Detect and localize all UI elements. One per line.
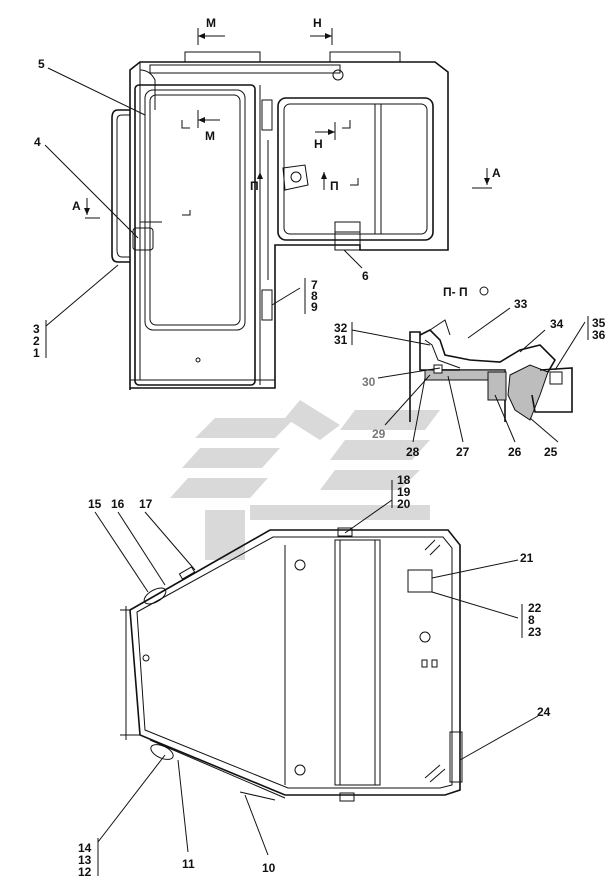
section-mark-m-mid: M xyxy=(205,129,215,143)
callout-13: 13 xyxy=(78,853,92,867)
section-mark-h-mid: H xyxy=(314,137,323,151)
callout-8: 8 xyxy=(311,289,318,303)
section-title: П- П xyxy=(443,285,468,299)
callout-7: 7 xyxy=(311,278,318,292)
callout-20: 20 xyxy=(397,497,411,511)
callout-30: 30 xyxy=(362,375,376,389)
callout-23: 23 xyxy=(528,625,542,639)
callout-35: 35 xyxy=(592,316,606,330)
callout-2: 2 xyxy=(33,334,40,348)
callout-5: 5 xyxy=(38,57,45,71)
callout-28: 28 xyxy=(406,445,420,459)
callout-27: 27 xyxy=(456,445,470,459)
callout-14: 14 xyxy=(78,841,92,855)
cab-plan-view xyxy=(120,527,463,802)
callout-19: 19 xyxy=(397,485,411,499)
callouts-top-view: 5 4 6 7 8 9 3 2 1 xyxy=(33,57,369,360)
callout-25: 25 xyxy=(544,445,558,459)
section-mark-p-left: П xyxy=(250,179,259,193)
callout-10: 10 xyxy=(262,861,276,875)
callout-6: 6 xyxy=(362,269,369,283)
section-mark-a-left: A xyxy=(72,199,81,213)
section-marks-top: M H M H A A П П xyxy=(72,16,501,219)
callout-1: 1 xyxy=(33,346,40,360)
callout-26: 26 xyxy=(508,445,522,459)
callout-3: 3 xyxy=(33,322,40,336)
section-mark-m-top: M xyxy=(206,16,216,30)
callout-31: 31 xyxy=(334,333,348,347)
section-mark-p-right: П xyxy=(330,179,339,193)
callout-12: 12 xyxy=(78,865,92,879)
callout-24: 24 xyxy=(537,705,551,719)
callout-4: 4 xyxy=(34,135,41,149)
callout-34: 34 xyxy=(550,317,564,331)
callouts-plan-view: 15 16 17 18 19 20 21 22 8 23 24 14 13 12… xyxy=(78,473,551,879)
callout-36: 36 xyxy=(592,328,606,342)
callout-18: 18 xyxy=(397,473,411,487)
callout-22: 22 xyxy=(528,601,542,615)
callout-29: 29 xyxy=(372,427,386,441)
section-p-p-detail: П- П 32 31 33 34 35 36 30 29 xyxy=(334,285,606,459)
callout-32: 32 xyxy=(334,321,348,335)
callout-21: 21 xyxy=(520,551,534,565)
section-mark-h-top: H xyxy=(313,16,322,30)
callout-9: 9 xyxy=(311,300,318,314)
callout-33: 33 xyxy=(514,297,528,311)
callout-11: 11 xyxy=(182,857,195,871)
section-mark-a-right: A xyxy=(492,166,501,180)
callout-8b: 8 xyxy=(528,613,535,627)
callout-16: 16 xyxy=(111,497,125,511)
callout-15: 15 xyxy=(88,497,102,511)
callout-17: 17 xyxy=(139,497,153,511)
cab-side-view xyxy=(111,51,449,390)
